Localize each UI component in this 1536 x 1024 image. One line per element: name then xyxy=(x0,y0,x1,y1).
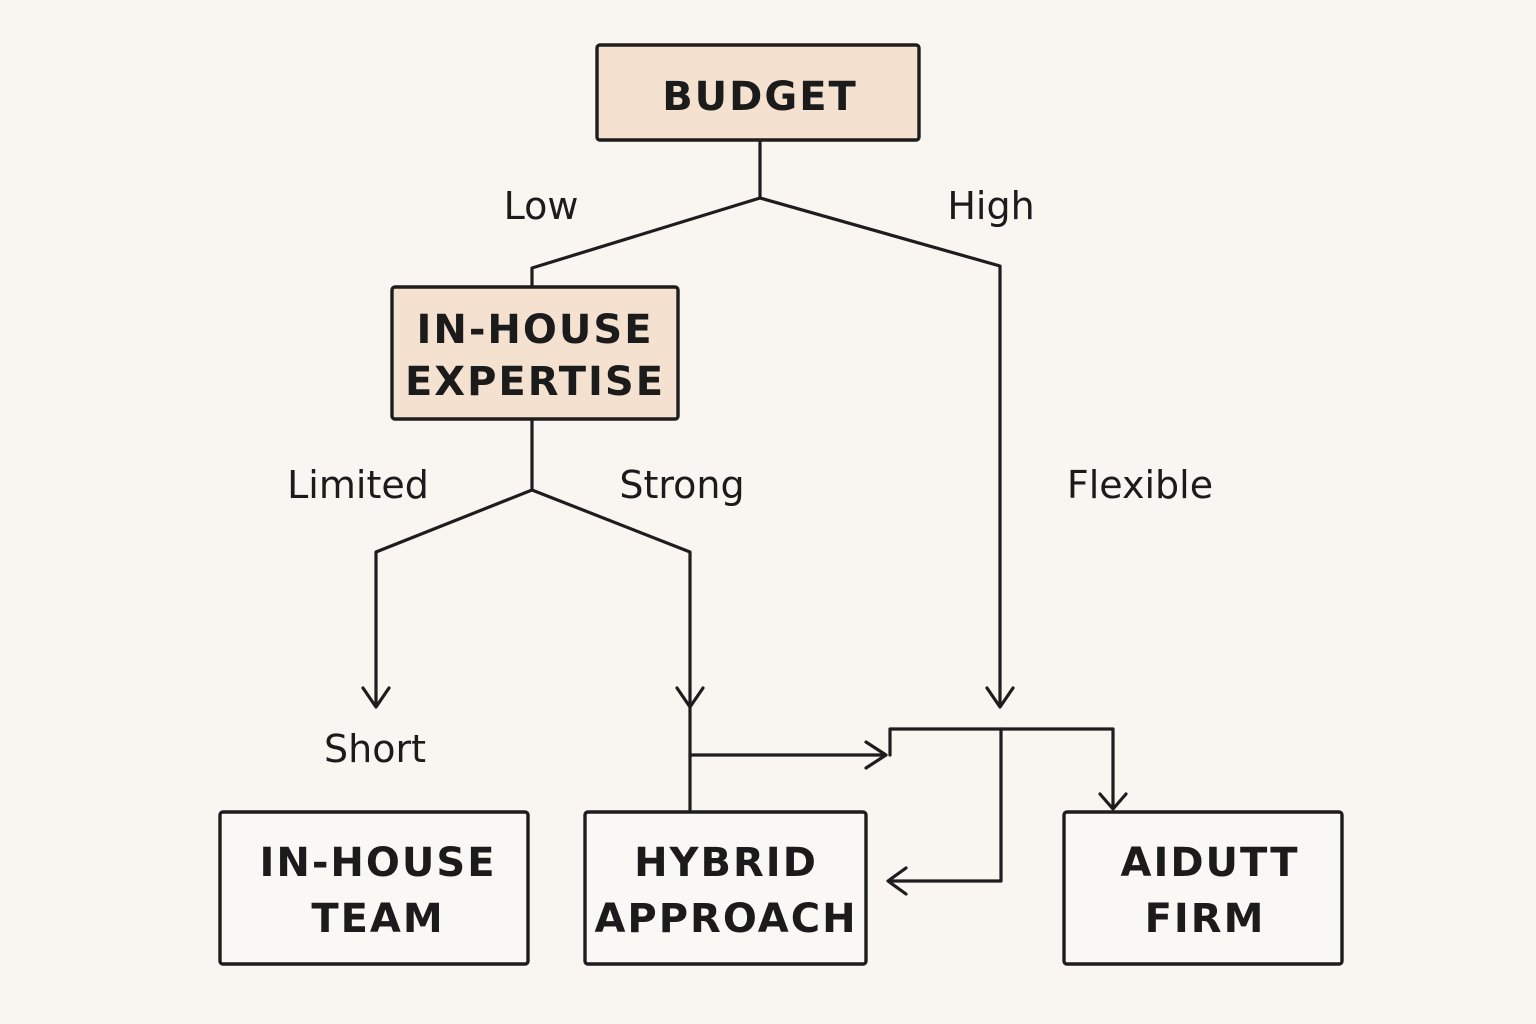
node-aidutt-firm-line-2: FIRM xyxy=(1145,896,1266,942)
node-budget-label: BUDGET xyxy=(662,74,858,120)
node-hybrid-approach: HYBRID APPROACH xyxy=(583,810,868,966)
edge-expertise-limited xyxy=(374,488,534,708)
node-in-house-expertise-line-1: IN-HOUSE xyxy=(416,307,653,353)
edge-budget-low xyxy=(530,196,762,290)
arrowheads xyxy=(361,686,1128,896)
arrowhead-strong xyxy=(675,686,705,709)
node-hybrid-approach-box xyxy=(583,810,868,966)
node-in-house-team: IN-HOUSE TEAM xyxy=(218,810,530,966)
node-aidutt-firm-box xyxy=(1062,810,1344,966)
edge-expertise-strong xyxy=(530,488,692,708)
arrowhead-aidutt xyxy=(1098,792,1128,811)
branch-label-high: High xyxy=(947,184,1034,228)
branch-label-short: Short xyxy=(324,727,426,771)
connectors xyxy=(374,138,1115,883)
node-in-house-expertise: IN-HOUSE EXPERTISE xyxy=(390,285,680,421)
node-aidutt-firm: AIDUTT FIRM xyxy=(1062,810,1344,966)
branch-label-strong: Strong xyxy=(619,463,744,507)
edge-flexible-to-hybrid xyxy=(890,727,1003,883)
branch-label-low: Low xyxy=(504,184,579,228)
node-aidutt-firm-line-1: AIDUTT xyxy=(1120,840,1299,886)
branch-labels: Low High Limited Strong Flexible Short xyxy=(287,184,1213,771)
arrowhead-hybrid-return xyxy=(886,866,908,896)
arrowhead-limited xyxy=(361,686,391,709)
node-budget-box xyxy=(595,43,921,142)
edge-budget-high xyxy=(758,196,1002,708)
node-in-house-team-line-1: IN-HOUSE xyxy=(259,840,496,886)
node-in-house-team-line-2: TEAM xyxy=(311,896,444,942)
branch-label-limited: Limited xyxy=(287,463,429,507)
node-in-house-expertise-line-2: EXPERTISE xyxy=(405,359,665,405)
arrowhead-high xyxy=(985,686,1015,709)
node-hybrid-approach-line-2: APPROACH xyxy=(594,896,857,942)
node-hybrid-approach-line-1: HYBRID xyxy=(634,840,818,886)
node-in-house-team-box xyxy=(218,810,530,966)
node-in-house-expertise-box xyxy=(390,285,680,421)
node-budget: BUDGET xyxy=(595,43,921,142)
branch-label-flexible: Flexible xyxy=(1067,463,1213,507)
arrowhead-strong-junction xyxy=(864,740,888,770)
